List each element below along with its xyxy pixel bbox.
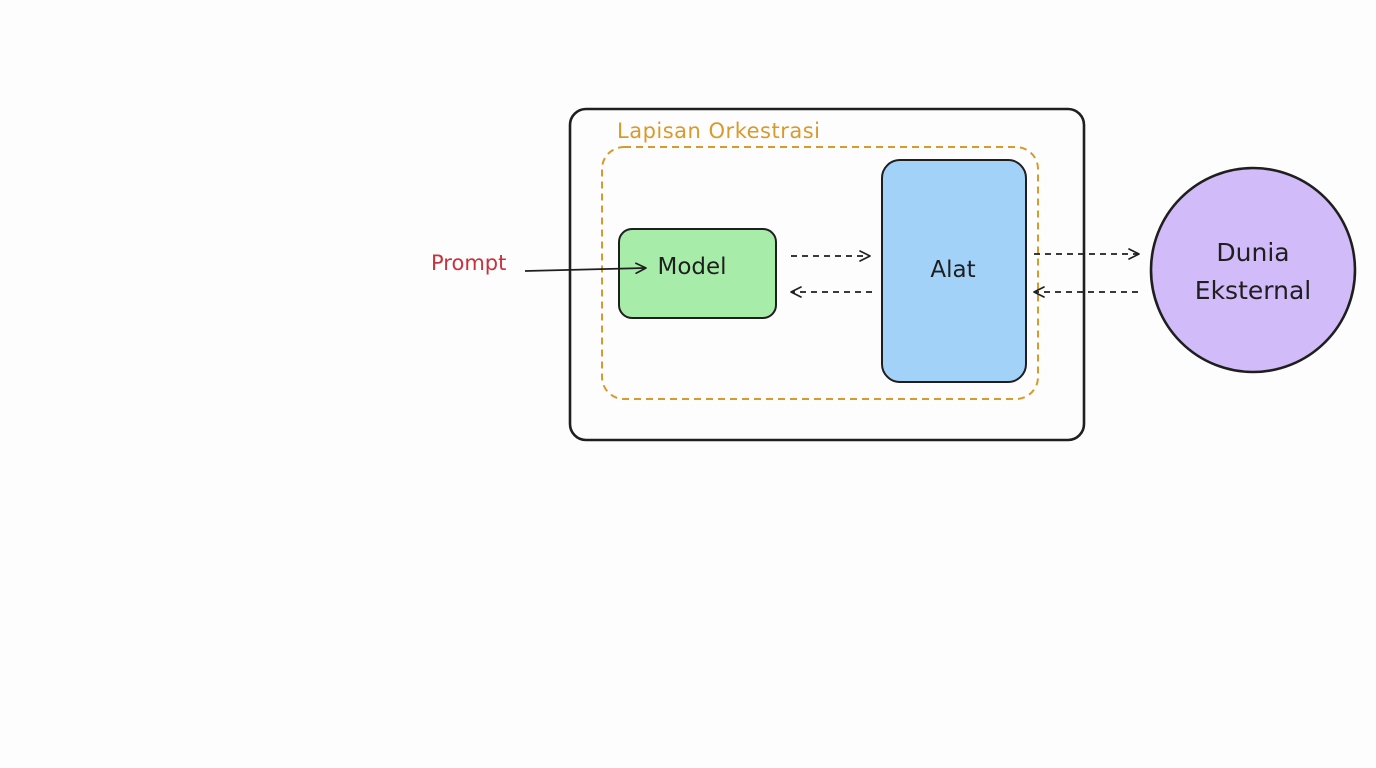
external-world-label-line1: Dunia (1216, 238, 1289, 267)
model-node (618, 228, 777, 319)
orchestration-layer-boundary (601, 146, 1039, 400)
external-world-node (1149, 166, 1357, 374)
prompt-label: Prompt (431, 251, 506, 275)
tool-node (881, 159, 1027, 383)
external-world-label-line2: Eksternal (1195, 276, 1311, 305)
model-label: Model (657, 254, 726, 280)
system-container (568, 107, 1086, 442)
orchestration-layer-label: Lapisan Orkestrasi (617, 119, 820, 143)
prompt-to-model-arrow (524, 262, 647, 275)
tool-label: Alat (930, 257, 975, 283)
